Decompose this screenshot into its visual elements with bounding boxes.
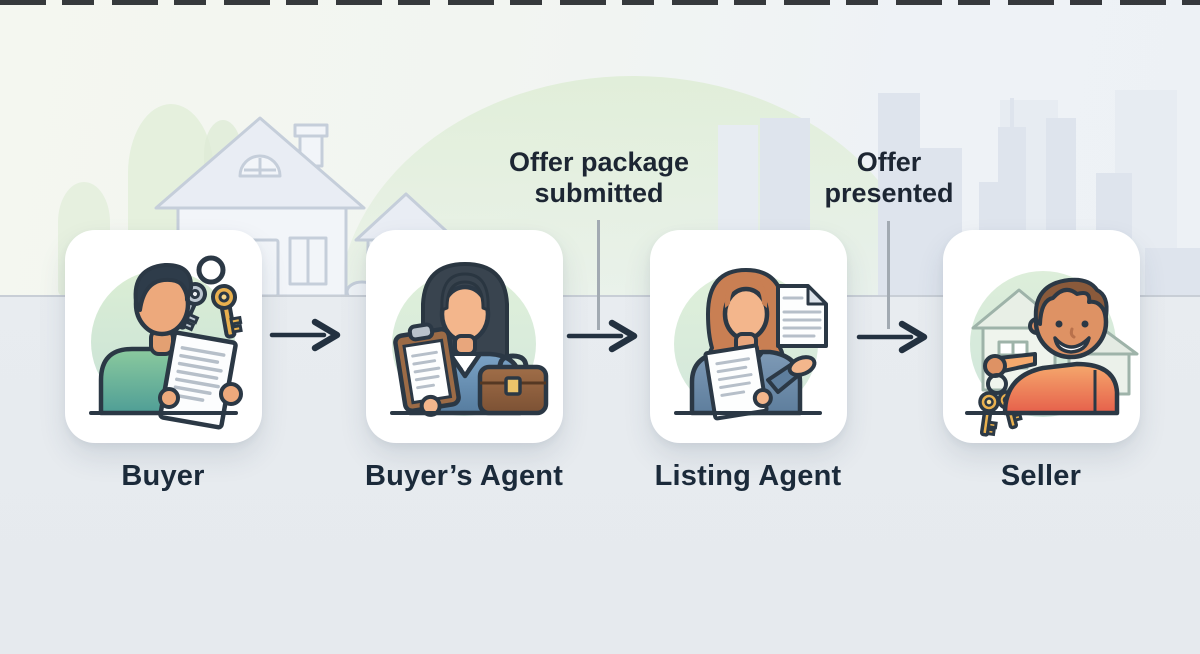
briefcase-icon (477, 353, 549, 416)
arrow-label-line: Offer package (508, 147, 690, 177)
horizon-line (0, 295, 1200, 297)
seller-illustration (965, 271, 1139, 437)
buyer-illustration (89, 255, 243, 430)
step-card-seller (943, 230, 1140, 443)
arrow-icon (269, 318, 341, 352)
step-label-buyer: Buyer (121, 460, 205, 492)
arrow-label-line: Offer (856, 147, 922, 177)
step-card-listing-agent (650, 230, 847, 443)
buyers-agent-illustration (390, 262, 549, 417)
top-dashed-border (0, 0, 1200, 5)
step-label-buyers-agent: Buyer’s Agent (364, 460, 564, 492)
arrow-label-line: presented (824, 178, 954, 208)
arrow-label-offer-package-submitted: Offer package submitted (449, 147, 749, 209)
clipboard-icon (393, 322, 461, 417)
step-label-seller: Seller (1000, 460, 1082, 492)
arrow-label-line: submitted (534, 178, 664, 208)
label-connector-line (887, 221, 890, 329)
document-icon (703, 343, 773, 421)
step-label-listing-agent: Listing Agent (654, 460, 842, 492)
offer-document-icon (776, 284, 828, 348)
step-card-buyer (65, 230, 262, 443)
arrow-icon (566, 319, 638, 353)
step-card-buyers-agent (366, 230, 563, 443)
arrow-icon (856, 320, 928, 354)
label-connector-line (597, 220, 600, 330)
arrow-label-offer-presented: Offer presented (739, 147, 1039, 209)
listing-agent-illustration (674, 268, 828, 421)
